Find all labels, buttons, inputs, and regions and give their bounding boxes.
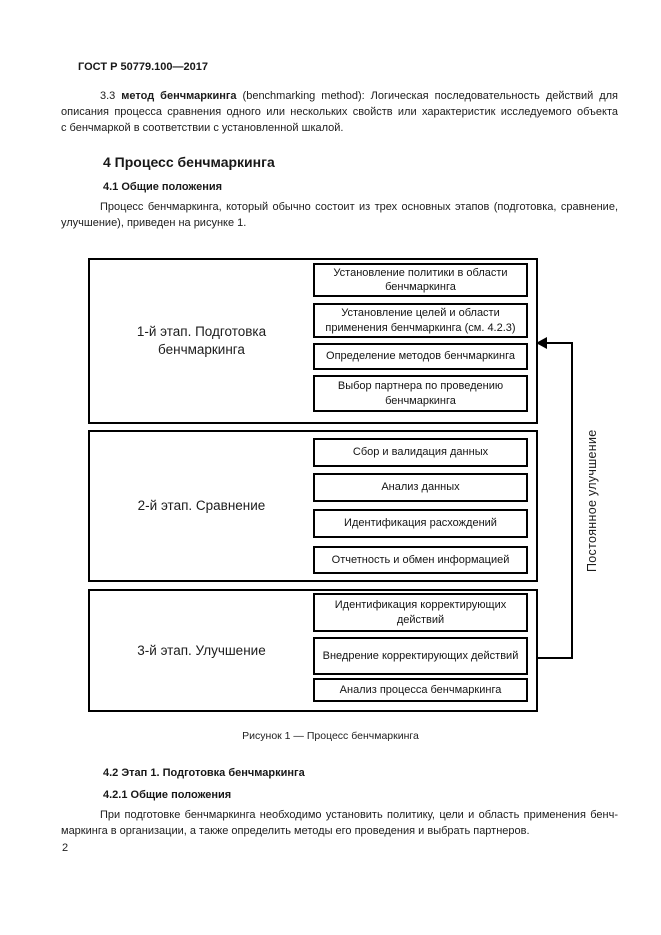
feedback-bottom-line <box>536 657 573 659</box>
process-box: Сбор и валидация данных <box>313 438 528 467</box>
process-box: Установление политики в области бенчмарк… <box>313 263 528 297</box>
stage-2-box: 2-й этап. Сравнение Сбор и валидация дан… <box>88 430 538 582</box>
clause-number: 3.3 <box>100 90 116 102</box>
section-4-1-paragraph: Процесс бенчмаркинга, который обычно сос… <box>61 199 618 231</box>
figure-caption: Рисунок 1 — Процесс бенчмаркинга <box>242 730 419 742</box>
section-4-heading: 4 Процесс бенчмаркинга <box>103 154 275 170</box>
process-box: Отчетность и обмен информацией <box>313 546 528 574</box>
process-box: Определение методов бенчмаркинга <box>313 343 528 370</box>
stage-3-box: 3-й этап. Улучшение Идентификация коррек… <box>88 589 538 712</box>
process-box: Внедрение корректирующих действий <box>313 637 528 675</box>
paragraph-line: При подготовке бенчмаркинга необходимо у… <box>100 809 618 821</box>
section-4-2-1-heading: 4.2.1 Общие положения <box>103 789 232 801</box>
figure-benchmarking-process: 1-й этап. Подготовка бенчмаркинга Устано… <box>88 258 599 714</box>
paragraph-line: 3.3 метод бенчмаркинга (benchmarking met… <box>61 88 618 104</box>
section-4-2-1-paragraph: При подготовке бенчмаркинга необходимо у… <box>61 807 618 839</box>
paragraph-line: Процесс бенчмаркинга, который обычно сос… <box>100 201 618 213</box>
section-4-1-heading: 4.1 Общие положения <box>103 181 223 193</box>
stage-3-label: 3-й этап. Улучшение <box>137 642 266 658</box>
left-arrow-icon <box>536 337 547 349</box>
process-box: Анализ процесса бенчмаркинга <box>313 678 528 702</box>
stage-1-label: 1-й этап. Подготовка бенчмаркинга <box>136 324 267 357</box>
feedback-vertical-line <box>571 342 573 659</box>
feedback-arrow-line <box>546 342 573 344</box>
process-box: Выбор партнера по проведению бенчмаркинг… <box>313 375 528 412</box>
paragraph-line: описания процесса сравнения одного или н… <box>61 106 618 118</box>
process-box: Идентификация корректирующих действий <box>313 593 528 632</box>
continuous-improvement-label: Постоянное улучшение <box>585 429 599 572</box>
section-4-2-heading: 4.2 Этап 1. Подготовка бенчмаркинга <box>103 767 305 779</box>
paragraph-line: улучшение), приведен на рисунке 1. <box>61 217 247 229</box>
page-number: 2 <box>62 842 69 854</box>
document-header: ГОСТ Р 50779.100—2017 <box>78 61 208 73</box>
paragraph-line: маркинга в организации, а также определи… <box>61 825 530 837</box>
paragraph-line: с бенчмаркой в соответствии с установлен… <box>61 122 344 134</box>
stage-2-label: 2-й этап. Сравнение <box>137 498 266 513</box>
stage-1-box: 1-й этап. Подготовка бенчмаркинга Устано… <box>88 258 538 424</box>
process-box: Идентификация расхождений <box>313 509 528 538</box>
process-box: Анализ данных <box>313 473 528 502</box>
defined-term: метод бенчмаркинга <box>115 90 237 102</box>
definition-text: (benchmarking method): Логическая послед… <box>236 90 619 102</box>
process-box: Установление целей и области применения … <box>313 303 528 338</box>
clause-3-3-paragraph: 3.3 метод бенчмаркинга (benchmarking met… <box>61 88 618 136</box>
